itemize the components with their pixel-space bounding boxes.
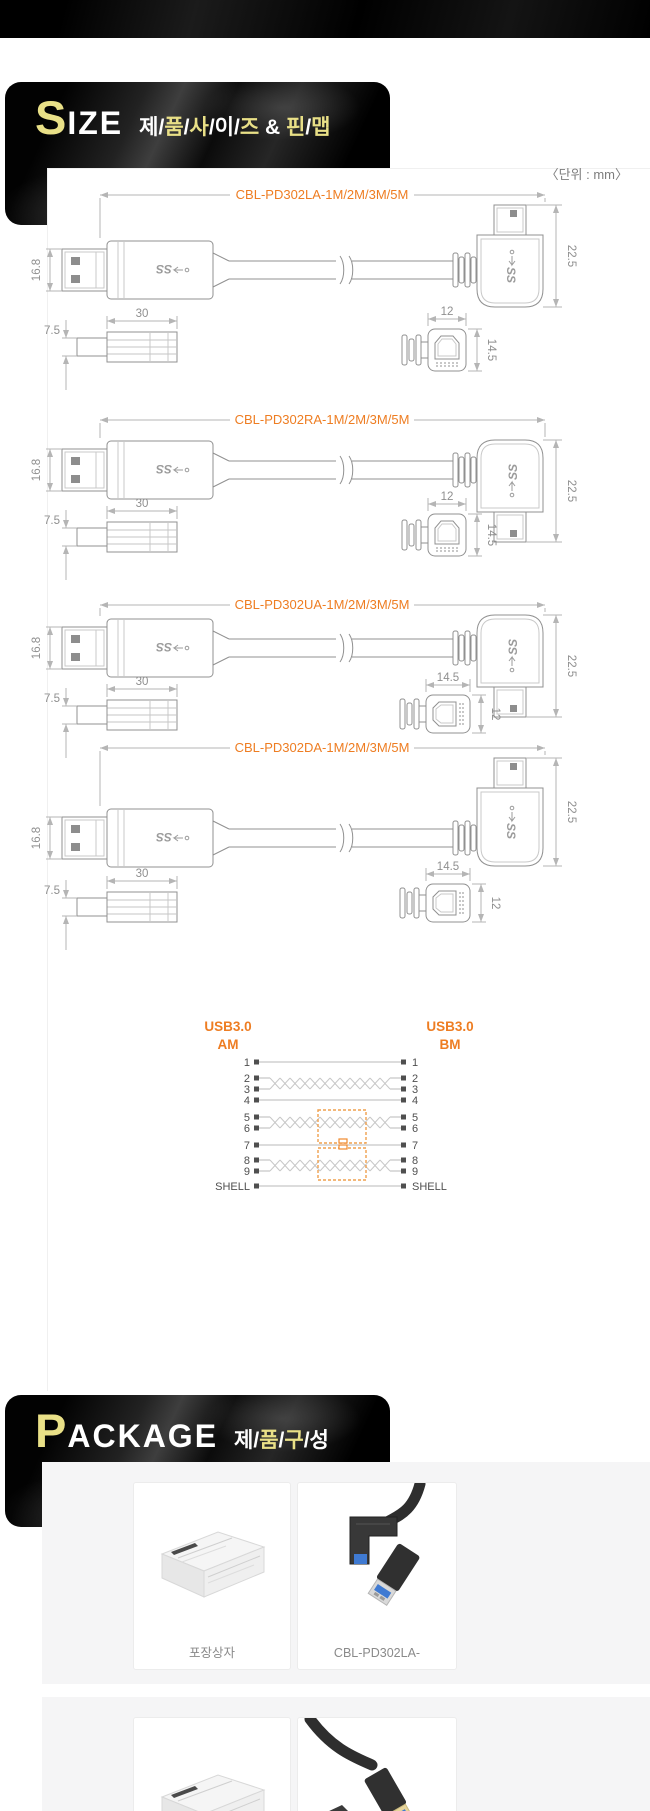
package-box-photo-2 (134, 1718, 290, 1811)
diagram-panel (47, 168, 650, 1391)
banner-subtitle-char: 제 (139, 116, 159, 139)
package-card-box: 포장상자 (133, 1482, 291, 1670)
banner-subtitle-char: / (208, 116, 215, 139)
banner-subtitle-char: 성 (309, 1429, 329, 1452)
banner-subtitle-char: 핀 (286, 116, 306, 139)
package-box-photo (134, 1483, 290, 1641)
banner-subtitle-char: / (158, 116, 165, 139)
package-title-rest: ACKAGE (67, 1418, 219, 1454)
banner-subtitle-char: 품 (164, 116, 184, 139)
package-cable-caption: CBL-PD302LA-1M/2M/3M/5M (333, 1646, 421, 1660)
banner-subtitle-char: 즈 (239, 116, 260, 139)
size-subtitle: 제/품/사/이/즈 & 핀/맵 (139, 111, 330, 141)
angled-cable-photo-2 (298, 1718, 456, 1811)
dim-a-height: 16.8 (31, 637, 43, 659)
banner-subtitle-char: & (259, 116, 286, 139)
banner-subtitle-char: / (253, 1429, 260, 1452)
package-card-cable: CBL-PD302LA-1M/2M/3M/5M (297, 1482, 457, 1670)
banner-subtitle-char: 이 (214, 116, 234, 139)
banner-subtitle-char: 사 (189, 116, 209, 139)
banner-subtitle-char: / (278, 1429, 285, 1452)
banner-subtitle-char: 제 (234, 1429, 254, 1452)
banner-subtitle-char: 구 (284, 1429, 304, 1452)
package-card-box-2 (133, 1717, 291, 1811)
dim-a-height: 16.8 (31, 259, 43, 281)
package-row-2 (42, 1697, 650, 1811)
banner-subtitle-char: / (303, 1429, 310, 1452)
package-box-caption: 포장상자 (188, 1646, 235, 1660)
banner-subtitle-char: / (305, 116, 312, 139)
unit-note: 〈단위 : mm〉 (545, 167, 628, 182)
banner-subtitle-char: 품 (259, 1429, 279, 1452)
package-subtitle: 제/품/구/성 (234, 1424, 329, 1454)
angled-cable-photo (298, 1483, 456, 1641)
package-card-cable-2 (297, 1717, 457, 1811)
banner-subtitle-char: 맵 (311, 116, 331, 139)
package-row-1: 포장상자 CBL-PD302LA-1M/2 (42, 1462, 650, 1684)
banner-subtitle-char: / (233, 116, 240, 139)
top-black-band (0, 0, 650, 38)
size-title-rest: IZE (67, 105, 124, 141)
size-title-initial: S (35, 91, 68, 144)
dim-a-height: 16.8 (31, 459, 43, 481)
package-title-initial: P (35, 1404, 68, 1457)
banner-subtitle-char: / (183, 116, 190, 139)
dim-a-height: 16.8 (31, 827, 43, 849)
